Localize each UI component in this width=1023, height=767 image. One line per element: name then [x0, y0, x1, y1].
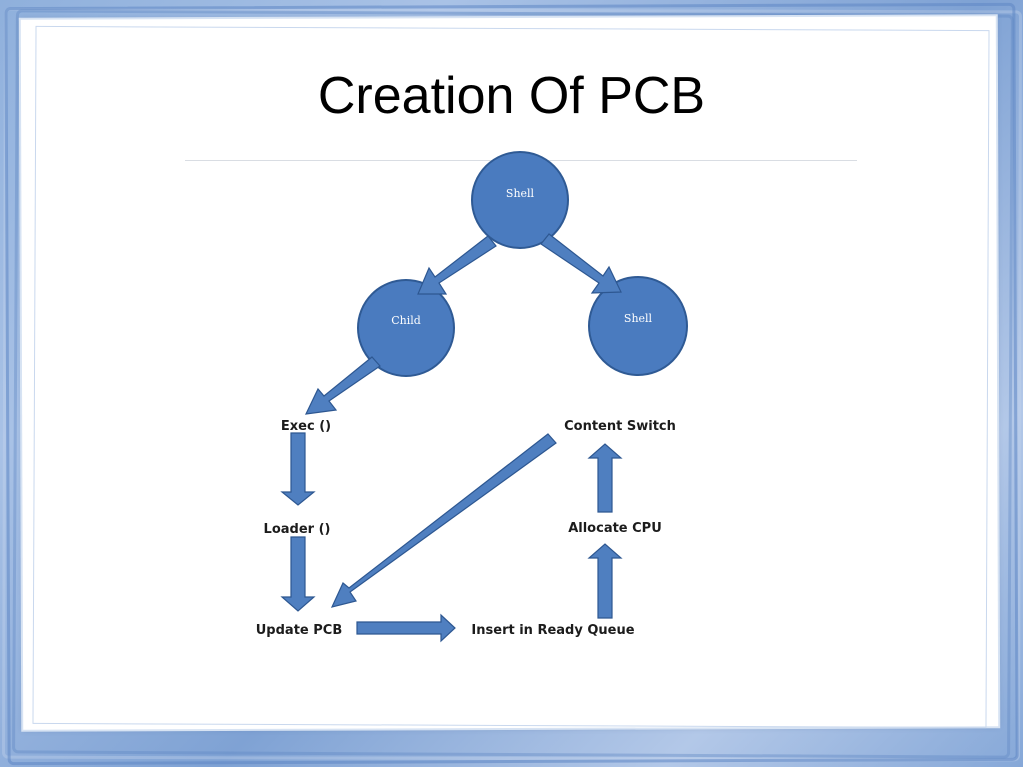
step-allocate-cpu: Allocate CPU [568, 521, 662, 536]
arrow-shell-to-shell [540, 233, 622, 294]
arrow-content-switch-to-update [330, 433, 557, 608]
arrow-insert-to-allocate [587, 543, 623, 619]
arrow-exec-to-loader [280, 432, 316, 506]
arrow-shell-to-child [417, 235, 497, 295]
node-shell-right: Shell [588, 276, 688, 376]
step-loader: Loader () [264, 522, 331, 537]
step-content-switch: Content Switch [564, 419, 676, 434]
step-update-pcb: Update PCB [256, 623, 342, 638]
slide-title: Creation Of PCB [317, 67, 706, 125]
node-shell-right-label: Shell [624, 312, 653, 325]
step-insert-ready-queue: Insert in Ready Queue [471, 623, 634, 638]
arrow-loader-to-update-pcb [280, 536, 316, 612]
arrow-child-to-exec [304, 356, 381, 415]
step-exec: Exec () [281, 419, 331, 434]
node-child: Child [357, 279, 455, 377]
arrow-allocate-to-content-switch [587, 443, 623, 513]
node-shell-top: Shell [471, 151, 569, 249]
arrow-update-to-insert [356, 613, 456, 643]
node-shell-top-label: Shell [506, 187, 535, 200]
node-child-label: Child [391, 314, 421, 327]
